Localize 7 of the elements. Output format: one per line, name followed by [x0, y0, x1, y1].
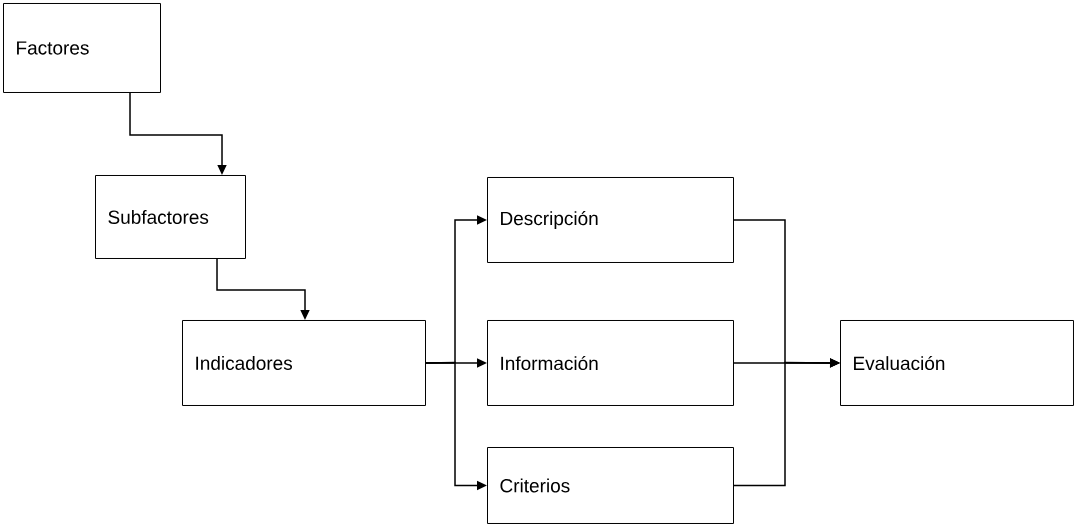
- process-box: Descripción: [487, 177, 734, 263]
- process-box: Evaluación: [840, 320, 1074, 406]
- process-box: Factores: [3, 3, 161, 93]
- process-box: Subfactores: [95, 175, 246, 259]
- process-box: Información: [487, 320, 734, 406]
- process-box: Criterios: [487, 447, 734, 524]
- process-box: Indicadores: [182, 320, 426, 406]
